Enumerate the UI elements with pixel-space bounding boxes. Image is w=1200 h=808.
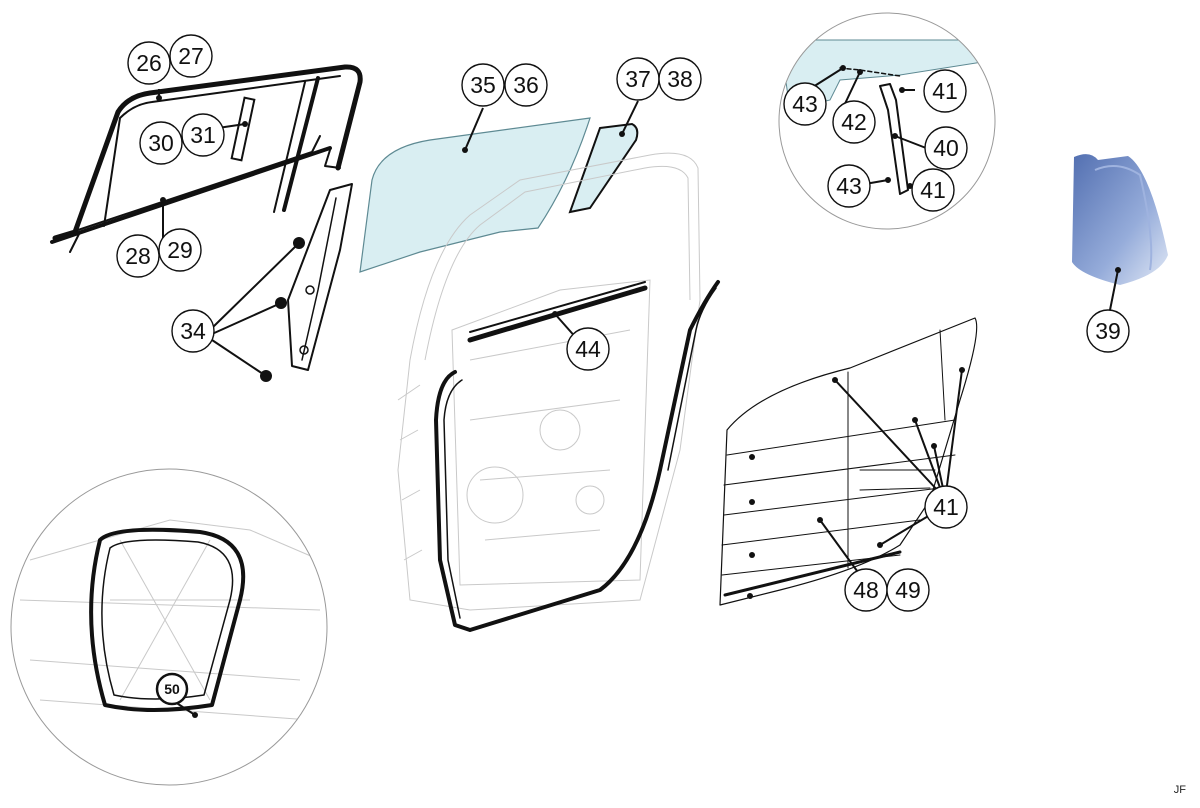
callout-26-label: 26 [136, 50, 162, 76]
callout-41-mid-label: 41 [920, 177, 946, 203]
callout-36: 36 [504, 63, 548, 107]
inset-circle-seal [10, 468, 328, 786]
callout-43-bottom: 43 [827, 164, 871, 208]
guide-strip [230, 96, 256, 162]
callout-43-top: 43 [783, 82, 827, 126]
callout-43-top-label: 43 [792, 91, 818, 117]
callout-36-label: 36 [513, 72, 539, 98]
callout-29: 29 [158, 228, 202, 272]
callout-41-top: 41 [923, 69, 967, 113]
window-frame-assembly [50, 64, 363, 253]
callout-41-panel: 41 [924, 485, 968, 529]
callout-29-label: 29 [167, 237, 193, 263]
callout-34-label: 34 [180, 318, 206, 344]
door-seal [434, 280, 720, 632]
door-trim-panel [719, 317, 978, 606]
callout-49-label: 49 [895, 577, 921, 603]
callout-38-label: 38 [667, 66, 693, 92]
callout-40: 40 [924, 126, 968, 170]
callout-42: 42 [832, 100, 876, 144]
callout-27: 27 [169, 34, 213, 78]
callout-41-top-label: 41 [932, 78, 958, 104]
leader-dots [156, 65, 1121, 718]
callout-30-label: 30 [148, 130, 174, 156]
callout-26: 26 [127, 41, 171, 85]
leader-lines [158, 67, 1119, 716]
callout-38: 38 [658, 57, 702, 101]
door-glass [359, 117, 591, 273]
callout-44-label: 44 [575, 336, 601, 362]
callout-48-label: 48 [853, 577, 879, 603]
callout-35: 35 [461, 63, 505, 107]
callout-31-label: 31 [190, 122, 216, 148]
callout-37: 37 [616, 57, 660, 101]
callout-50: 50 [155, 672, 189, 706]
quarter-glass [568, 122, 639, 214]
callout-31: 31 [181, 113, 225, 157]
callout-42-label: 42 [841, 109, 867, 135]
callout-50-label: 50 [164, 681, 180, 697]
door-shell [397, 152, 701, 611]
callout-35-label: 35 [470, 72, 496, 98]
callout-27-label: 27 [178, 43, 204, 69]
callout-49: 49 [886, 568, 930, 612]
callout-41-panel-label: 41 [933, 494, 959, 520]
callout-37-label: 37 [625, 66, 651, 92]
pillar-trim [287, 183, 353, 371]
artist-signature: JF [1173, 784, 1186, 796]
callout-44: 44 [566, 327, 610, 371]
callout-34: 34 [171, 309, 215, 353]
callout-43-bottom-label: 43 [836, 173, 862, 199]
callout-28-label: 28 [125, 243, 151, 269]
callout-39-label: 39 [1095, 318, 1121, 344]
callout-41-mid: 41 [911, 168, 955, 212]
callout-30: 30 [139, 121, 183, 165]
callout-40-label: 40 [933, 135, 959, 161]
speaker-cone [1072, 154, 1168, 285]
callout-48: 48 [844, 568, 888, 612]
callout-39: 39 [1086, 309, 1130, 353]
callout-28: 28 [116, 234, 160, 278]
